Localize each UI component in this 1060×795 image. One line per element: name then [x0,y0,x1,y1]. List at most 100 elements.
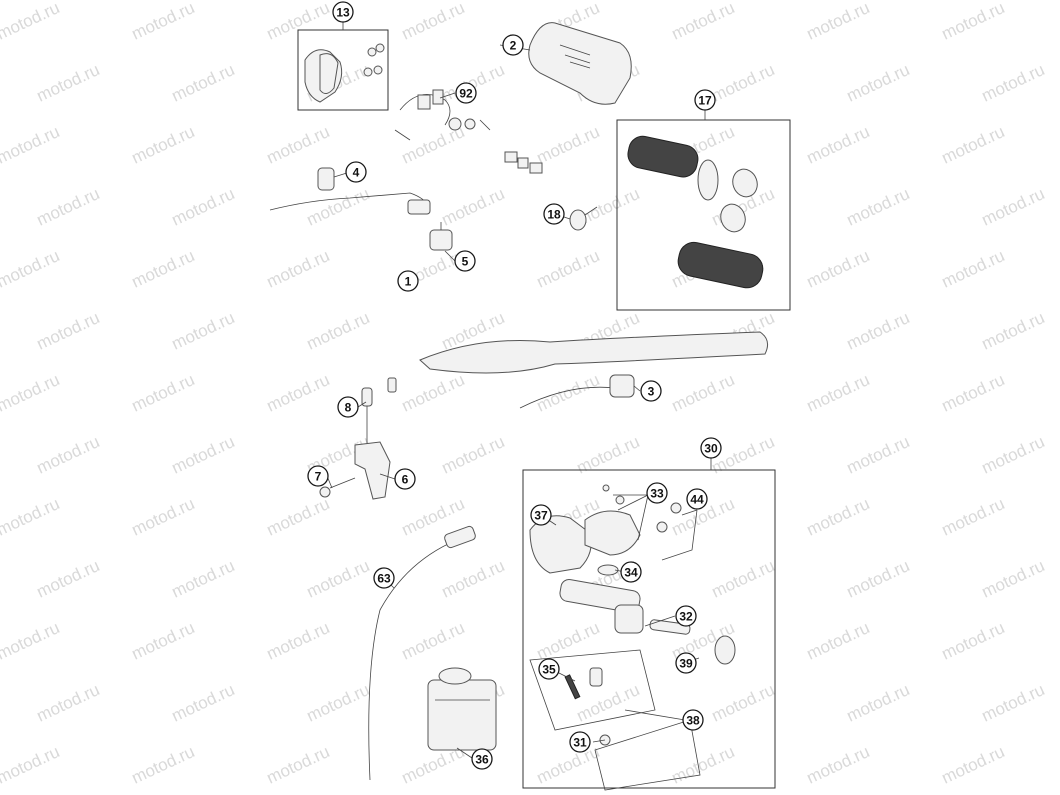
watermark-text: motod.ru [534,370,603,416]
part-13-illustration [304,43,385,103]
numbered-circle-icon [394,468,416,490]
numbered-circle-icon [538,658,560,680]
callout-number: 17 [698,94,712,108]
watermark-text: motod.ru [304,680,373,726]
numbered-circle-icon [675,605,697,627]
watermark-text: motod.ru [534,122,603,168]
callout-8: 8 [337,396,359,418]
numbered-circle-icon [530,504,552,526]
part-1-illustration [419,331,769,374]
callout-63: 63 [373,567,395,589]
callout-number: 7 [315,470,322,484]
callout-92: 92 [455,82,477,104]
callout-35: 35 [538,658,560,680]
callout-number: 39 [679,657,693,671]
watermark-text: motod.ru [264,494,333,540]
watermark-text: motod.ru [264,122,333,168]
callout-number: 38 [686,714,700,728]
watermark-text: motod.ru [804,742,873,788]
callout-1: 1 [397,270,419,292]
watermark-text: motod.ru [34,432,103,478]
callout-44: 44 [686,488,708,510]
watermark-text: motod.ru [979,60,1048,106]
watermark-text: motod.ru [169,556,238,602]
part-63-illustration [368,525,476,781]
watermark-text: motod.ru [979,432,1048,478]
watermark-text: motod.ru [939,494,1008,540]
part-connector-illustration [504,151,543,174]
watermark-text: motod.ru [439,184,508,230]
callout-30: 30 [700,437,722,459]
watermark-text: motod.ru [709,680,778,726]
watermark-text: motod.ru [129,122,198,168]
watermark-text: motod.ru [804,246,873,292]
callout-6: 6 [394,468,416,490]
callout-number: 3 [648,385,655,399]
watermark-text: motod.ru [939,370,1008,416]
watermark-text: motod.ru [129,0,198,44]
part-6-illustration [354,441,391,500]
watermark-text: motod.ru [264,246,333,292]
numbered-circle-icon [337,396,359,418]
part-17-illustration [627,135,764,289]
watermark-text: motod.ru [534,246,603,292]
part-5-illustration [429,222,453,251]
watermark-text: motod.ru [129,618,198,664]
callout-number: 18 [547,208,561,222]
watermark-text: motod.ru [979,308,1048,354]
numbered-circle-icon [700,437,722,459]
watermark-text: motod.ru [34,308,103,354]
callout-4: 4 [345,161,367,183]
watermark-text: motod.ru [804,0,873,44]
callout-number: 33 [650,487,664,501]
callout-number: 31 [573,736,587,750]
watermark-text: motod.ru [939,122,1008,168]
numbered-circle-icon [694,89,716,111]
watermark-text: motod.ru [264,742,333,788]
callout-38: 38 [682,709,704,731]
numbered-circle-icon [307,465,329,487]
callout-number: 2 [510,39,517,53]
callout-number: 8 [345,401,352,415]
watermark-text: motod.ru [574,432,643,478]
watermark-text: motod.ru [304,184,373,230]
callout-number: 5 [462,255,469,269]
callout-39: 39 [675,652,697,674]
watermark-text: motod.ru [399,618,468,664]
watermark-text: motod.ru [399,0,468,44]
callout-7: 7 [307,465,329,487]
part-7-illustration [319,477,356,498]
watermark-text: motod.ru [169,680,238,726]
callout-number: 30 [704,442,718,456]
part-3-illustration [519,374,635,409]
watermark-text: motod.ru [0,494,62,540]
watermark-text: motod.ru [804,494,873,540]
watermark-text: motod.ru [844,680,913,726]
watermark-text: motod.ru [979,680,1048,726]
watermark-text: motod.ru [304,556,373,602]
callout-number: 1 [405,275,412,289]
group-box-17 [616,119,791,311]
watermark-text: motod.ru [844,184,913,230]
watermark-text: motod.ru [0,370,62,416]
callout-31: 31 [569,731,591,753]
part-30-illustration [529,484,736,791]
numbered-circle-icon [675,652,697,674]
watermark-text: motod.ru [939,0,1008,44]
numbered-circle-icon [543,203,565,225]
watermark-text: motod.ru [169,60,238,106]
part-18-illustration [569,206,598,231]
numbered-circle-icon [502,34,524,56]
numbered-circle-icon [397,270,419,292]
callout-number: 36 [475,753,489,767]
numbered-circle-icon [332,1,354,23]
watermark-text: motod.ru [169,432,238,478]
callout-number: 4 [353,166,360,180]
watermark-text: motod.ru [844,556,913,602]
numbered-circle-icon [373,567,395,589]
callout-number: 6 [402,473,409,487]
watermark-text: motod.ru [709,60,778,106]
callout-34: 34 [620,561,642,583]
watermark-text: motod.ru [129,494,198,540]
